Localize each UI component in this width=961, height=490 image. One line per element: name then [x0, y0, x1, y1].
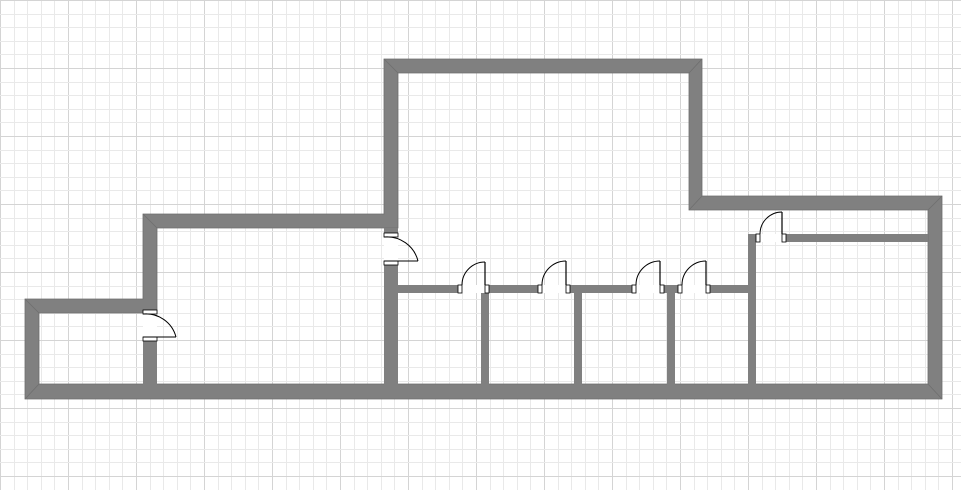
partition-wall-4 [748, 234, 756, 385]
door-6 [677, 260, 711, 294]
door-jamb [484, 284, 490, 294]
door-swing-arc [635, 260, 661, 286]
door-3 [457, 261, 490, 294]
door-opening [636, 285, 660, 293]
door-opening [384, 237, 398, 261]
door-swing-arc [541, 260, 567, 286]
partition-wall-2 [574, 293, 582, 385]
door-1 [142, 309, 177, 342]
door-2 [383, 232, 419, 266]
partition-wall-5 [786, 234, 928, 242]
door-7 [755, 211, 787, 243]
door-jamb [631, 284, 637, 294]
door-opening [462, 285, 485, 293]
door-opening [143, 314, 157, 337]
door-jamb [383, 260, 399, 266]
door-swing-arc [142, 313, 177, 338]
partition-wall-6 [748, 234, 758, 242]
door-jamb [755, 233, 761, 243]
door-5 [631, 260, 665, 294]
door-jamb [457, 284, 463, 294]
door-swing-arc [383, 236, 419, 262]
door-opening [542, 285, 566, 293]
door-opening [682, 285, 706, 293]
door-jamb [142, 336, 158, 342]
wall-corner-mitres [24, 58, 943, 400]
door-jamb [565, 284, 571, 294]
door-jamb [705, 284, 711, 294]
partition-wall-stair [384, 228, 398, 385]
door-jamb [659, 284, 665, 294]
door-swing-arc [681, 260, 707, 286]
door-swing-arc [759, 211, 783, 235]
doors [142, 211, 787, 342]
interior-walls [143, 228, 928, 385]
door-opening [760, 234, 782, 242]
door-jamb [677, 284, 683, 294]
door-4 [537, 260, 571, 294]
door-jamb [781, 233, 787, 243]
door-jamb [537, 284, 543, 294]
door-swing-arc [461, 261, 486, 286]
corridor-wall [398, 285, 748, 293]
partition-wall-1 [481, 293, 489, 385]
partition-wall-3 [667, 293, 675, 385]
